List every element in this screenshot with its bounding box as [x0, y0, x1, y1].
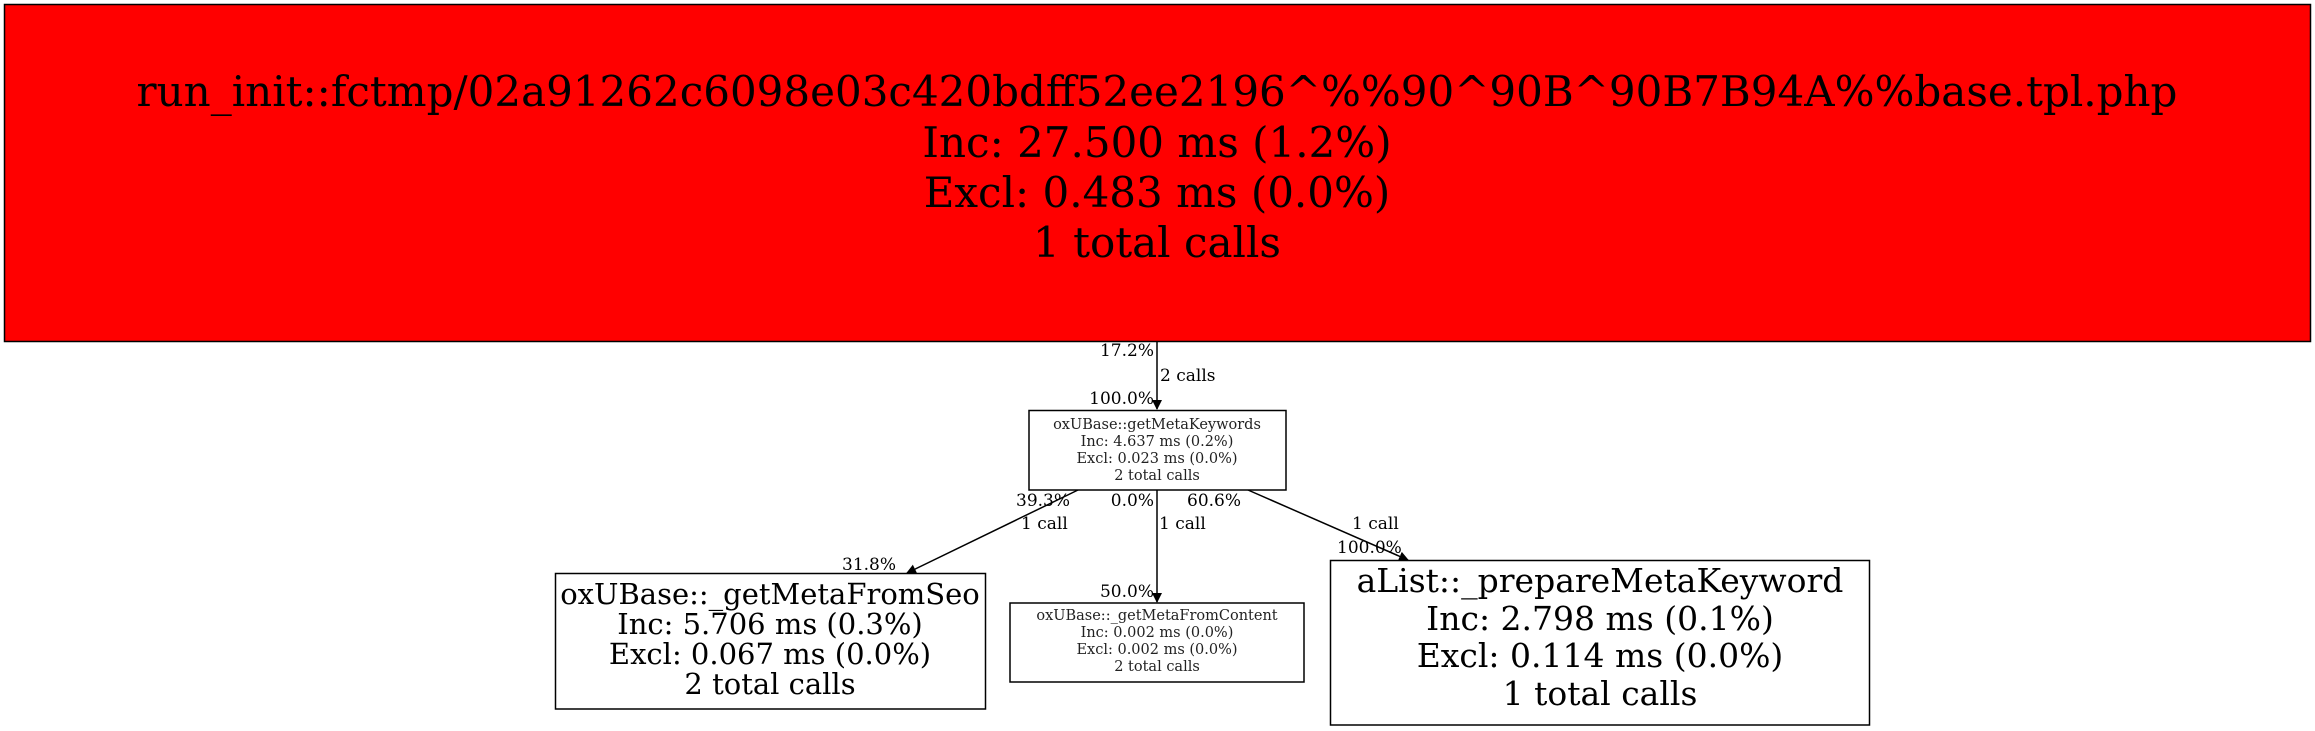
node-calls: 1 total calls [1033, 218, 1281, 267]
node-get-meta-from-content[interactable]: oxUBase::_getMetaFromContent Inc: 0.002 … [1009, 602, 1305, 683]
node-calls: 2 total calls [684, 667, 855, 701]
node-name: aList::_prepareMetaKeyword [1357, 561, 1844, 601]
node-inc: Inc: 5.706 ms (0.3%) [617, 607, 923, 641]
edge-head-label: 100.0% [1089, 389, 1154, 409]
edge-tail-label: 0.0% [1111, 491, 1154, 511]
node-inc: Inc: 4.637 ms (0.2%) [1081, 434, 1234, 450]
edge-tail-label: 39.3% [1016, 491, 1070, 511]
node-inc: Inc: 0.002 ms (0.0%) [1081, 625, 1234, 641]
edge-head-label: 100.0% [1337, 538, 1402, 558]
node-name: run_init::fctmp/02a91262c6098e03c420bdff… [137, 67, 2178, 116]
edge-keywords-to-prepare: 60.6% 1 call 100.0% [1187, 489, 1409, 561]
edge-keywords-to-content: 0.0% 1 call 50.0% [1100, 490, 1206, 603]
edge-calls-label: 1 call [1021, 514, 1068, 534]
edge-tail-label: 60.6% [1187, 491, 1241, 511]
node-calls: 1 total calls [1503, 674, 1698, 713]
node-excl: Excl: 0.483 ms (0.0%) [924, 168, 1391, 217]
node-prepare-meta-keyword[interactable]: aList::_prepareMetaKeyword Inc: 2.798 ms… [1329, 559, 1871, 726]
node-inc: Inc: 2.798 ms (0.1%) [1426, 599, 1774, 638]
edge-calls-label: 2 calls [1160, 366, 1215, 386]
node-excl: Excl: 0.067 ms (0.0%) [609, 637, 931, 671]
node-calls: 2 total calls [1114, 468, 1200, 484]
edge-tail-label: 17.2% [1100, 341, 1154, 361]
node-name: oxUBase::_getMetaFromContent [1036, 608, 1277, 624]
edge-calls-label: 1 call [1352, 514, 1399, 534]
node-root[interactable]: run_init::fctmp/02a91262c6098e03c420bdff… [3, 3, 2312, 343]
node-get-meta-keywords[interactable]: oxUBase::getMetaKeywords Inc: 4.637 ms (… [1028, 409, 1287, 491]
node-calls: 2 total calls [1114, 659, 1200, 675]
node-get-meta-from-seo[interactable]: oxUBase::_getMetaFromSeo Inc: 5.706 ms (… [554, 572, 987, 710]
node-name: oxUBase::getMetaKeywords [1053, 417, 1261, 433]
edge-keywords-to-seo: 39.3% 1 call 31.8% [842, 489, 1079, 575]
node-name: oxUBase::_getMetaFromSeo [560, 577, 980, 612]
edge-root-to-keywords: 17.2% 2 calls 100.0% [1089, 341, 1215, 410]
node-excl: Excl: 0.114 ms (0.0%) [1417, 636, 1784, 675]
edge-head-label: 50.0% [1100, 582, 1154, 602]
node-inc: Inc: 27.500 ms (1.2%) [922, 118, 1391, 167]
edge-calls-label: 1 call [1159, 514, 1206, 534]
edge-head-label: 31.8% [842, 555, 896, 575]
node-excl: Excl: 0.023 ms (0.0%) [1076, 451, 1237, 467]
node-excl: Excl: 0.002 ms (0.0%) [1076, 642, 1237, 658]
